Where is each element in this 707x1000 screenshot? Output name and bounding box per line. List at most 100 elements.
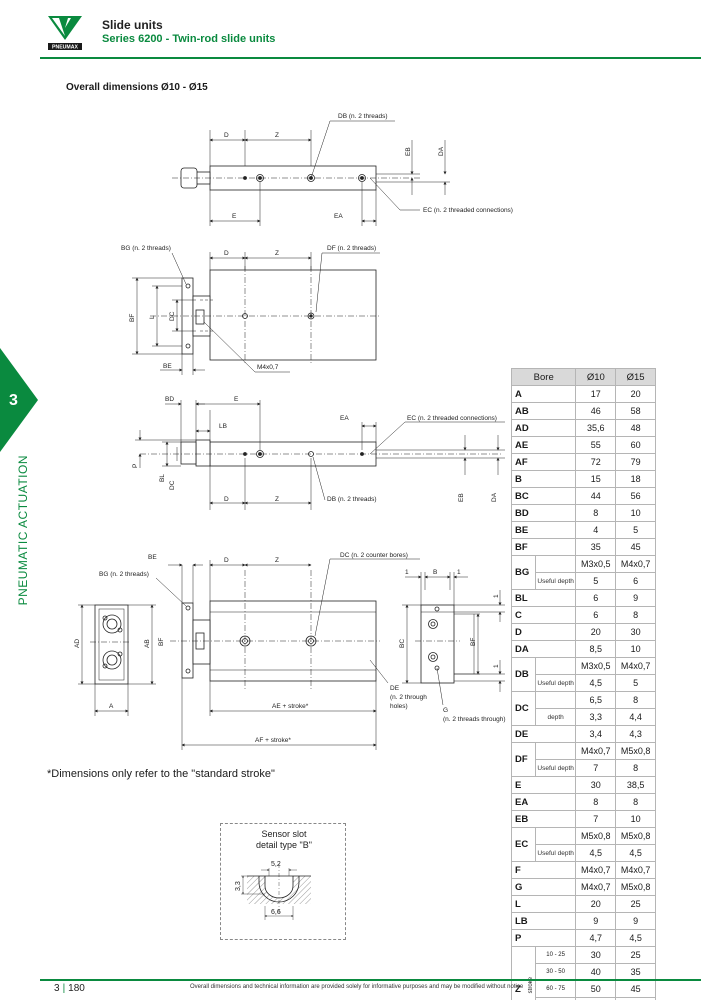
d4-label-one-a: 1 xyxy=(405,569,409,576)
drawing-front-view xyxy=(132,252,380,375)
d3-label-Z: Z xyxy=(275,496,279,503)
d1-label-E: E xyxy=(232,213,237,220)
row-code: BG xyxy=(511,555,536,590)
cell-value: 50 xyxy=(575,980,617,998)
d2-label-Z: Z xyxy=(275,250,279,257)
row-code: D xyxy=(510,623,577,641)
cell-sublabel: Useful depth xyxy=(534,572,577,590)
d1-label-Z: Z xyxy=(275,132,279,139)
cell-value: 8 xyxy=(615,691,656,709)
cell-sublabel: Useful depth xyxy=(534,844,577,862)
cell-value: 35 xyxy=(615,963,656,981)
row-code: F xyxy=(510,861,577,879)
table-row: BG M3x0,5 M4x0,7 xyxy=(511,555,656,590)
cell-value: 4,5 xyxy=(615,929,656,947)
cell-value: M5x0,8 xyxy=(615,827,656,845)
d4-label-DE3: holes) xyxy=(390,703,408,710)
cell-value: 4,4 xyxy=(615,708,656,726)
d2-label-BG: BG (n. 2 threads) xyxy=(121,245,171,252)
d3-label-EC: EC (n. 2 threaded connections) xyxy=(407,415,497,422)
cell-value: M3x0,5 xyxy=(575,657,617,675)
cell-value: M4x0,7 xyxy=(615,657,656,675)
cell-value: M5x0,8 xyxy=(615,742,656,760)
d4-label-BC: BC xyxy=(399,639,406,648)
drawing-side-view xyxy=(135,400,505,510)
cell-value: 48 xyxy=(615,419,656,437)
cell-value: 58 xyxy=(615,402,656,420)
row-code: AB xyxy=(510,402,577,420)
chapter-number: 3 xyxy=(9,392,18,409)
cell-value: 4,5 xyxy=(575,844,617,862)
cell-value: 8 xyxy=(615,759,656,777)
cell-value: M4x0,7 xyxy=(575,742,617,760)
row-code: AE xyxy=(510,436,577,454)
header-divider xyxy=(40,57,701,59)
d4-label-G: G xyxy=(443,707,448,714)
d2-label-BE: BE xyxy=(163,363,172,370)
table-row: EC M5x0,8 M5x0,8 xyxy=(511,827,656,862)
d3-label-P: P xyxy=(132,464,139,468)
cell-value: 9 xyxy=(615,912,656,930)
cell-value: 45 xyxy=(615,980,656,998)
cell-value: M3x0,5 xyxy=(575,555,617,573)
cell-value: 30 xyxy=(575,946,617,964)
standard-stroke-note: *Dimensions only refer to the "standard … xyxy=(47,768,275,780)
cell-value: 25 xyxy=(615,946,656,964)
cell-value: 20 xyxy=(575,623,617,641)
d4-label-BF2: BF xyxy=(470,638,477,646)
table-row: DC 6,5 8 xyxy=(511,691,656,726)
sensor-title-line1: Sensor slot xyxy=(261,829,307,839)
cell-value: 6 xyxy=(575,606,617,624)
cell-value: 38,5 xyxy=(615,776,656,794)
footer-page: 180 xyxy=(68,983,85,994)
d1-label-EC: EC (n. 2 threaded connections) xyxy=(423,207,513,214)
cell-value: 72 xyxy=(575,453,617,471)
cell-value: 8 xyxy=(575,793,617,811)
row-code: EA xyxy=(510,793,577,811)
cell-value: 35 xyxy=(575,538,617,556)
cell-value: 6 xyxy=(575,589,617,607)
d4-label-AF: AF + stroke* xyxy=(255,737,291,744)
cell-value: 7 xyxy=(575,810,617,828)
table-row: Useful depth 4,5 5 xyxy=(512,674,656,692)
row-code: DE xyxy=(510,725,577,743)
cell-value: 9 xyxy=(615,589,656,607)
d2-label-BF: BF xyxy=(129,314,136,322)
table-header-bore-10: Ø10 xyxy=(575,368,617,386)
cell-value: 79 xyxy=(615,453,656,471)
cell-sublabel: Useful depth xyxy=(534,674,577,692)
row-code: DF xyxy=(511,742,536,777)
cell-value: 7 xyxy=(575,759,617,777)
d4-label-AD: AD xyxy=(74,639,81,648)
cell-value: 8 xyxy=(615,606,656,624)
cell-value: 25 xyxy=(615,895,656,913)
d3-label-EA: EA xyxy=(340,415,349,422)
row-code: E xyxy=(510,776,577,794)
cell-value: 5 xyxy=(615,674,656,692)
cell-stroke: 10 - 25 xyxy=(534,946,577,964)
d4-label-AB: AB xyxy=(144,639,151,648)
sensor-dim-top: 5,2 xyxy=(271,861,281,868)
cell-sublabel: Useful depth xyxy=(534,759,577,777)
cell-sublabel: depth xyxy=(534,708,577,726)
d1-label-EB: EB xyxy=(405,147,412,156)
cell-value: M4x0,7 xyxy=(575,861,617,879)
d2-label-L: L xyxy=(149,315,156,319)
row-code: DC xyxy=(511,691,536,726)
d3-label-BD: BD xyxy=(165,396,174,403)
table-row: DE 3,4 4,3 xyxy=(510,725,656,743)
cell-value: M4x0,7 xyxy=(615,861,656,879)
footer-divider xyxy=(40,979,701,981)
